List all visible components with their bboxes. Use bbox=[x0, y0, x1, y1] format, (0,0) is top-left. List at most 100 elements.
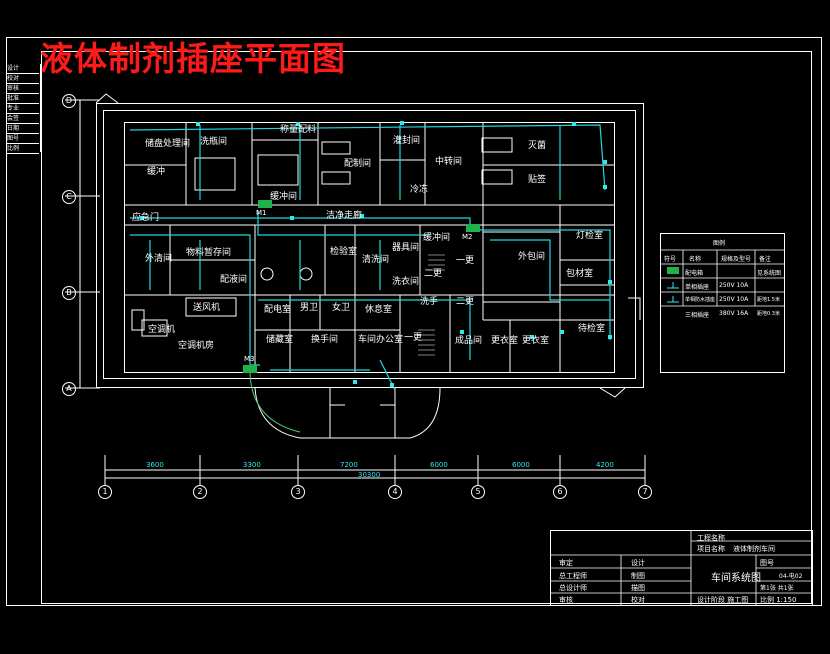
room-label: 洗瓶间 bbox=[200, 137, 228, 147]
legend-note: 距地1.5米 bbox=[757, 297, 780, 303]
legend-name: 单相插座 bbox=[685, 284, 710, 291]
legend-header: 备注 bbox=[759, 256, 772, 263]
room-label: 包材室 bbox=[566, 269, 594, 279]
room-label: 一更 bbox=[456, 256, 475, 266]
project-value: 液体制剂车间 bbox=[733, 545, 775, 553]
design-stage: 设计阶段 施工图 bbox=[697, 596, 749, 604]
title-block-grid bbox=[551, 531, 812, 605]
signoff-left: 审核 bbox=[559, 596, 573, 604]
room-label: 二更 bbox=[424, 269, 443, 279]
side-label: 比例 bbox=[6, 144, 39, 154]
drawing-name: 车间系统图 bbox=[711, 573, 761, 584]
legend-header: 规格及型号 bbox=[721, 256, 752, 263]
dimension-text: 3600 bbox=[146, 461, 164, 469]
legend-header: 名称 bbox=[689, 256, 702, 263]
room-label: 空调机 bbox=[148, 325, 176, 335]
panel-tag: M2 bbox=[462, 233, 473, 241]
room-label: 二更 bbox=[456, 297, 475, 307]
side-label: 审核 bbox=[6, 84, 39, 94]
room-label: 缓冲 bbox=[147, 167, 166, 177]
grid-axis-x: 5 bbox=[471, 485, 485, 499]
grid-axis-x: 6 bbox=[553, 485, 567, 499]
room-label: 贴签 bbox=[528, 175, 547, 185]
panel-tag: M3 bbox=[244, 355, 255, 363]
room-label: 灌封间 bbox=[393, 136, 421, 146]
project-label: 工程名称 bbox=[697, 534, 725, 542]
signoff-mid: 设计 bbox=[631, 559, 645, 567]
legend-spec: 250V 10A bbox=[719, 282, 749, 289]
room-label: 一更 bbox=[404, 333, 423, 343]
room-label: 更衣室 bbox=[522, 336, 550, 346]
drawing-scale: 比例 1:150 bbox=[760, 596, 797, 604]
dimension-text: 6000 bbox=[430, 461, 448, 469]
legend-spec: 250V 10A bbox=[719, 296, 749, 303]
legend-name: 配电箱 bbox=[685, 270, 704, 277]
legend-note: 距地0.3米 bbox=[757, 311, 780, 317]
room-label: 应急门 bbox=[132, 213, 160, 223]
room-label: 换手间 bbox=[311, 335, 339, 345]
grid-axis-x: 3 bbox=[291, 485, 305, 499]
room-label: 成品间 bbox=[455, 336, 483, 346]
legend-name: 单相防水插座 bbox=[685, 297, 716, 303]
room-label: 洗手 bbox=[420, 297, 439, 307]
side-label: 日期 bbox=[6, 124, 39, 134]
room-label: 洁净走廊 bbox=[326, 211, 363, 221]
signoff-mid: 描图 bbox=[631, 584, 645, 592]
room-label: 物料暂存间 bbox=[186, 248, 232, 258]
room-label: 灭菌 bbox=[528, 141, 547, 151]
panel-tag: M1 bbox=[256, 209, 267, 217]
room-label: 空调机房 bbox=[178, 341, 215, 351]
grid-axis-y: D bbox=[62, 94, 76, 108]
drawing-code-label: 图号 bbox=[760, 559, 774, 567]
room-label: 灯检室 bbox=[576, 231, 604, 241]
room-label: 男卫 bbox=[300, 303, 319, 313]
grid-axis-x: 4 bbox=[388, 485, 402, 499]
room-label: 女卫 bbox=[332, 303, 351, 313]
grid-axis-x: 2 bbox=[193, 485, 207, 499]
dimension-total: 30300 bbox=[358, 471, 381, 479]
signoff-mid: 校对 bbox=[631, 596, 645, 604]
room-label: 待检室 bbox=[578, 324, 606, 334]
side-label: 图号 bbox=[6, 134, 39, 144]
room-label: 中转间 bbox=[435, 157, 463, 167]
side-label-column: 设计 校对 审核 批准 专业 会签 日期 图号 比例 bbox=[6, 64, 41, 154]
room-label: 缓冲间 bbox=[270, 192, 298, 202]
room-label: 配液间 bbox=[220, 275, 248, 285]
legend-grid bbox=[661, 249, 784, 307]
room-label: 送风机 bbox=[193, 303, 221, 313]
project-sub: 项目名称 bbox=[697, 545, 725, 553]
side-label: 会签 bbox=[6, 114, 39, 124]
signoff-left: 审定 bbox=[559, 559, 573, 567]
side-label: 设计 bbox=[6, 64, 39, 74]
signoff-left: 总设计师 bbox=[559, 584, 587, 592]
sheet-count: 第1张 共1张 bbox=[760, 585, 794, 592]
side-label: 校对 bbox=[6, 74, 39, 84]
dimension-text: 7200 bbox=[340, 461, 358, 469]
side-label: 专业 bbox=[6, 104, 39, 114]
dimension-text: 3300 bbox=[243, 461, 261, 469]
room-label: 洗衣间 bbox=[392, 277, 420, 287]
legend-title: 图例 bbox=[713, 240, 726, 247]
legend-note: 见系统图 bbox=[757, 270, 782, 277]
room-label: 外包间 bbox=[518, 252, 546, 262]
legend-header: 符号 bbox=[664, 256, 677, 263]
room-label: 更衣室 bbox=[491, 336, 519, 346]
grid-axis-y: B bbox=[62, 286, 76, 300]
title-block: 工程名称 项目名称 液体制剂车间 车间系统图 审定 总工程师 总设计师 审核 设… bbox=[550, 530, 813, 606]
side-label: 批准 bbox=[6, 94, 39, 104]
grid-axis-x: 1 bbox=[98, 485, 112, 499]
room-label: 清洗间 bbox=[362, 255, 390, 265]
grid-axis-y: C bbox=[62, 190, 76, 204]
drawing-code: 04-电02 bbox=[779, 573, 803, 580]
legend-name: 三相插座 bbox=[685, 312, 710, 319]
drawing-title: 液体制剂插座平面图 bbox=[40, 39, 346, 78]
legend-spec: 380V 16A bbox=[719, 310, 749, 317]
grid-axis-x: 7 bbox=[638, 485, 652, 499]
room-label: 储盘处理间 bbox=[145, 139, 191, 149]
room-label: 储藏室 bbox=[266, 335, 294, 345]
room-label: 外清间 bbox=[145, 254, 173, 264]
room-label: 配电室 bbox=[264, 305, 292, 315]
